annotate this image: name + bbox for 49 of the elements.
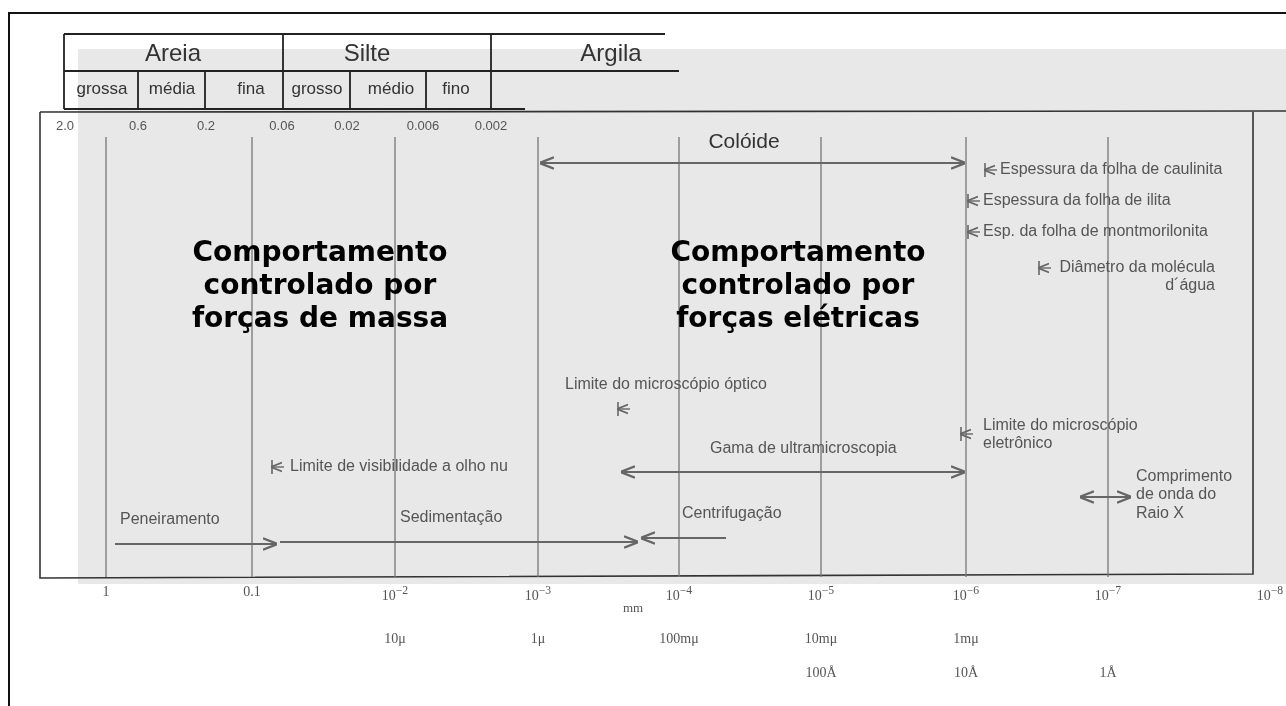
annotation-text: Limite do microscópio óptico [565, 375, 767, 394]
scale-value: 0.02 [334, 119, 360, 134]
annotation-text: Diâmetro da molécula d´água [1058, 258, 1215, 295]
scale-value: 10$^{−4}$ [665, 584, 693, 604]
scale-value: 10Å [953, 665, 979, 682]
scale-value: 1mμ [953, 631, 979, 648]
column-header: grossa [76, 79, 128, 99]
scale-value: 1μ [530, 631, 546, 648]
annotation-text: Espessura da folha de ilita [983, 191, 1171, 210]
scale-value: 100mμ [659, 631, 699, 648]
column-header: médio [367, 79, 415, 99]
scale-value: 0.006 [406, 119, 440, 134]
annotation-text: Espessura da folha de caulinita [1000, 160, 1223, 179]
range-label: Colóide [708, 129, 780, 154]
scale-value: 0.1 [243, 584, 261, 601]
scale-value: 1 [102, 584, 110, 601]
scale-value: 0.2 [196, 119, 216, 134]
unit-label: mm [622, 601, 644, 616]
scale-value: 2.0 [55, 119, 75, 134]
range-label: Peneiramento [120, 510, 220, 529]
scale-value: 10mμ [804, 631, 838, 648]
annotation-text: Esp. da folha de montmorilonita [983, 222, 1208, 241]
region-heading: Comportamento controlado por forças elétricas [669, 236, 927, 335]
scale-value: 10$^{−3}$ [524, 584, 552, 604]
column-header: média [148, 79, 196, 99]
scale-value: 0.06 [269, 119, 295, 134]
range-label: Centrifugação [682, 504, 782, 523]
column-header: fino [442, 79, 470, 99]
range-label: Sedimentação [400, 508, 503, 527]
scale-value: 10$^{−6}$ [952, 584, 980, 604]
annotation-text: Limite do microscópio eletrônico [983, 416, 1139, 453]
scale-value: 10μ [384, 631, 406, 648]
annotation-text: Limite de visibilidade a olho nu [290, 457, 508, 476]
column-header: Argila [580, 39, 642, 67]
scale-value: 0.002 [474, 119, 508, 134]
range-label: Gama de ultramicroscopia [710, 439, 897, 458]
column-header: Silte [343, 39, 391, 67]
scale-value: 10$^{−2}$ [381, 584, 409, 604]
annotation-text: Comprimento de onda do Raio X [1136, 467, 1234, 523]
scale-value: 10$^{−7}$ [1094, 584, 1122, 604]
scale-value: 10$^{−8}$ [1256, 584, 1284, 604]
scale-value: 10$^{−5}$ [807, 584, 835, 604]
region-heading: Comportamento controlado por forças de massa [190, 236, 450, 335]
scale-value: 1Å [1099, 665, 1117, 682]
column-header: fina [237, 79, 265, 99]
scale-value: 100Å [805, 665, 837, 682]
column-header: grosso [291, 79, 343, 99]
column-header: Areia [145, 39, 201, 67]
scale-value: 0.6 [128, 119, 148, 134]
